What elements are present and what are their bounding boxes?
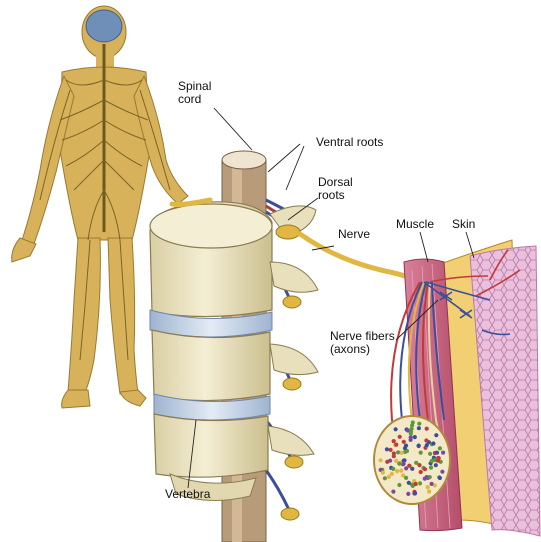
axon-dot (425, 427, 429, 431)
axon-dot (388, 459, 392, 463)
label-skin: Skin (452, 218, 475, 231)
axon-dot (438, 446, 442, 450)
axon-dot (395, 469, 399, 473)
axon-dot (391, 467, 395, 471)
axon-dot (399, 469, 403, 473)
axon-dot (397, 462, 401, 466)
axon-dot (409, 435, 413, 439)
axon-dot (409, 430, 413, 434)
label-ventral-roots: Ventral roots (316, 136, 383, 149)
axon-dot (426, 485, 430, 489)
label-spinal-cord: Spinal cord (178, 80, 224, 106)
axon-dot (402, 462, 406, 466)
axon-dot (410, 467, 414, 471)
nerve-cross-section (374, 416, 450, 504)
axon-dot (413, 482, 417, 486)
axon-dot (417, 426, 421, 430)
axon-dot (417, 422, 421, 426)
axon-dot (413, 435, 417, 439)
axon-dot (381, 471, 385, 475)
label-nerve: Nerve (338, 228, 370, 241)
axon-dot (387, 475, 391, 479)
axon-dot (392, 439, 396, 443)
axon-dot (400, 451, 404, 455)
axon-dot (431, 441, 435, 445)
axon-dot (389, 448, 393, 452)
axon-dot (404, 476, 408, 480)
axon-dot (441, 451, 445, 455)
axon-dot (423, 477, 427, 481)
axon-dot (417, 444, 421, 448)
axon-dot (385, 447, 389, 451)
axon-dot (436, 459, 440, 463)
axon-dot (434, 463, 438, 467)
axon-dot (394, 427, 398, 431)
label-vertebra: Vertebra (165, 488, 210, 501)
axon-dot (427, 489, 431, 493)
axon-dot (419, 470, 423, 474)
axon-dot (425, 443, 429, 447)
label-muscle: Muscle (396, 218, 434, 231)
brain (86, 10, 122, 42)
axon-dot (413, 491, 417, 495)
axon-dot (404, 444, 408, 448)
axon-dot (394, 443, 398, 447)
axon-dot (435, 451, 439, 455)
axon-dot (391, 490, 395, 494)
axon-dot (398, 435, 402, 439)
axon-dot (434, 433, 438, 437)
label-dorsal-roots: Dorsal roots (318, 176, 366, 202)
axon-dot (407, 481, 411, 485)
axon-dot (407, 464, 411, 468)
axon-dot (428, 452, 432, 456)
axon-dot (417, 463, 421, 467)
axon-dot (419, 451, 423, 455)
axon-dot (423, 467, 427, 471)
axon-dot (440, 470, 444, 474)
axon-dot (424, 438, 428, 442)
axon-dot (379, 458, 383, 462)
axon-dot (392, 454, 396, 458)
axon-dot (390, 472, 394, 476)
axon-dot (396, 450, 400, 454)
axon-dot (430, 482, 434, 486)
axon-dot (402, 440, 406, 444)
axon-dot (438, 476, 442, 480)
axon-dot (397, 483, 401, 487)
axon-dot (383, 476, 387, 480)
label-nerve-fibers: Nerve fibers (axons) (330, 330, 402, 356)
axon-dot (411, 420, 415, 424)
axon-dot (429, 466, 433, 470)
axon-dot (406, 492, 410, 496)
